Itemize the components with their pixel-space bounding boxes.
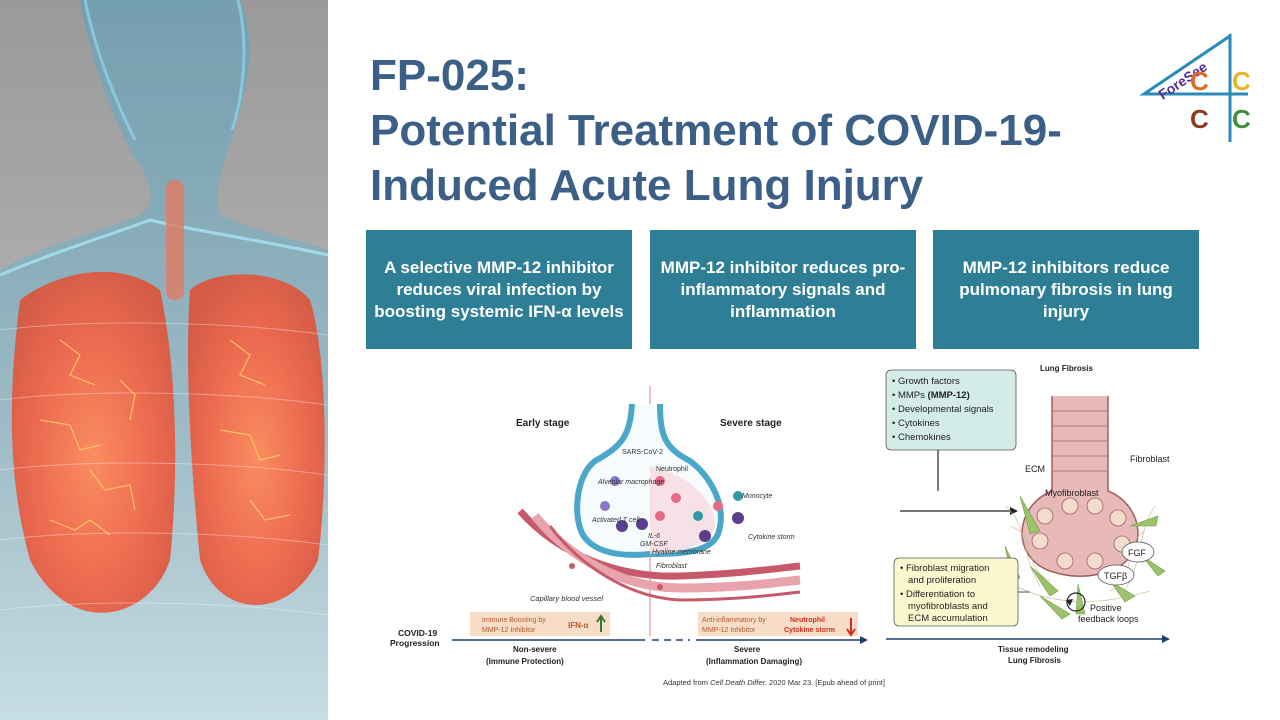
svg-text:• Fibroblast migration: • Fibroblast migration [900, 563, 989, 574]
lung-background-image [0, 0, 328, 720]
remodeling-label-1: Tissue remodeling [998, 645, 1069, 654]
svg-text:myofibroblasts and: myofibroblasts and [908, 601, 988, 612]
finding-box-ifn: A selective MMP-12 inhibitor reduces vir… [366, 230, 632, 349]
t-cell-label: Activated T cell [591, 517, 640, 524]
il6-label: IL-6 [648, 533, 660, 540]
factors-connector [900, 450, 1010, 512]
svg-text:• Developmental signals: • Developmental signals [892, 404, 994, 415]
progression-arrowhead [860, 636, 868, 644]
early-stage-label: Early stage [516, 418, 570, 429]
gmcsf-label: GM-CSF [640, 541, 668, 548]
fibroblast-label-right: Fibroblast [1130, 454, 1170, 464]
svg-text:C: C [1190, 104, 1209, 134]
monocyte-label: Monocyte [742, 493, 772, 500]
torso-illustration [0, 0, 328, 720]
airway-shape [1021, 396, 1139, 577]
progression-label-2: Progression [390, 638, 440, 648]
immune-cells [569, 476, 744, 590]
cytokine-down-arrow [846, 618, 856, 637]
progression-label-1: COVID-19 [398, 628, 437, 638]
svg-text:C: C [1232, 66, 1250, 96]
sars-label: SARS-CoV-2 [622, 449, 663, 456]
svg-text:Anti-inflammatory by: Anti-inflammatory by [702, 617, 766, 624]
ifn-up-arrow [596, 614, 606, 632]
svg-text:FGF: FGF [1128, 548, 1146, 558]
foresee-logo: ForeSee C C C C [1138, 30, 1251, 144]
finding-box-fibrosis: MMP-12 inhibitors reduce pulmonary fibro… [933, 230, 1199, 349]
fibrosis-title: Lung Fibrosis [1040, 364, 1093, 373]
inflammation-damaging-label: (Inflammation Damaging) [706, 657, 802, 666]
svg-text:Immune Boosting by: Immune Boosting by [482, 617, 546, 624]
tgfb-bubble [1097, 564, 1135, 586]
svg-text:• Cytokines: • Cytokines [892, 418, 940, 429]
cytokine-storm-label: Cytokine storm [748, 534, 795, 541]
svg-text:and proliferation: and proliferation [908, 575, 976, 586]
immune-boost-box [470, 612, 610, 636]
citation-text: Adapted from Cell Death Differ. 2020 Mar… [663, 678, 885, 687]
hyaline-label: Hyaline membrane [652, 549, 711, 556]
svg-text:MMP-12 Inhibitor: MMP-12 Inhibitor [482, 627, 536, 634]
neutrophil-label: Neutrophil [656, 466, 688, 473]
title-line-2: Potential Treatment of COVID-19- [370, 106, 1062, 155]
covid-progression-diagram: Early stage Severe stage SARS-CoV-2 Neut… [360, 356, 875, 679]
positive-label: Positive [1090, 603, 1122, 613]
svg-text:Neutrophil: Neutrophil [790, 617, 825, 624]
nonsevere-label: Non-severe [513, 645, 557, 654]
fibroblast-label: Fibroblast [656, 563, 688, 570]
severe-stage-label: Severe stage [720, 418, 782, 429]
feedback-label: feedback loops [1078, 614, 1139, 624]
fgf-bubble [1121, 541, 1155, 563]
title-line-1: FP-025: [370, 51, 529, 100]
capillary-label: Capillary blood vessel [530, 594, 603, 603]
lung-fibrosis-diagram: Lung Fibrosis • Growth factors • MMPs (M… [880, 356, 1180, 679]
anti-inflammatory-box [698, 612, 858, 636]
immune-protection-label: (Immune Protection) [486, 657, 564, 666]
svg-text:C: C [1190, 66, 1209, 96]
svg-text:C: C [1232, 104, 1250, 134]
svg-text:Cytokine storm: Cytokine storm [784, 627, 835, 634]
svg-text:• MMPs (MMP-12): • MMPs (MMP-12) [892, 390, 970, 401]
myofibroblast-label: Myofibroblast [1045, 488, 1099, 498]
hyaline-region [650, 466, 715, 554]
svg-text:MMP-12 Inhibitor: MMP-12 Inhibitor [702, 627, 756, 634]
finding-box-inflammation: MMP-12 inhibitor reduces pro-inflammator… [650, 230, 916, 349]
title-line-3: Induced Acute Lung Injury [370, 161, 924, 210]
svg-text:TGFβ: TGFβ [1104, 571, 1127, 581]
factors-box [885, 369, 1017, 451]
svg-text:ECM accumulation: ECM accumulation [908, 613, 988, 624]
severe-label: Severe [734, 645, 761, 654]
alveolar-macrophage-label: Alveolar macrophage [597, 479, 664, 486]
svg-text:• Chemokines: • Chemokines [892, 432, 951, 443]
svg-text:IFN-α: IFN-α [568, 621, 589, 630]
ecm-label: ECM [1025, 464, 1045, 474]
svg-text:• Growth factors: • Growth factors [892, 376, 960, 387]
feedback-loop-icon [1066, 592, 1086, 612]
svg-text:• Differentiation to: • Differentiation to [900, 589, 975, 600]
remodeling-label-2: Lung Fibrosis [1008, 656, 1061, 665]
page-title: FP-025: Potential Treatment of COVID-19-… [370, 48, 1130, 213]
